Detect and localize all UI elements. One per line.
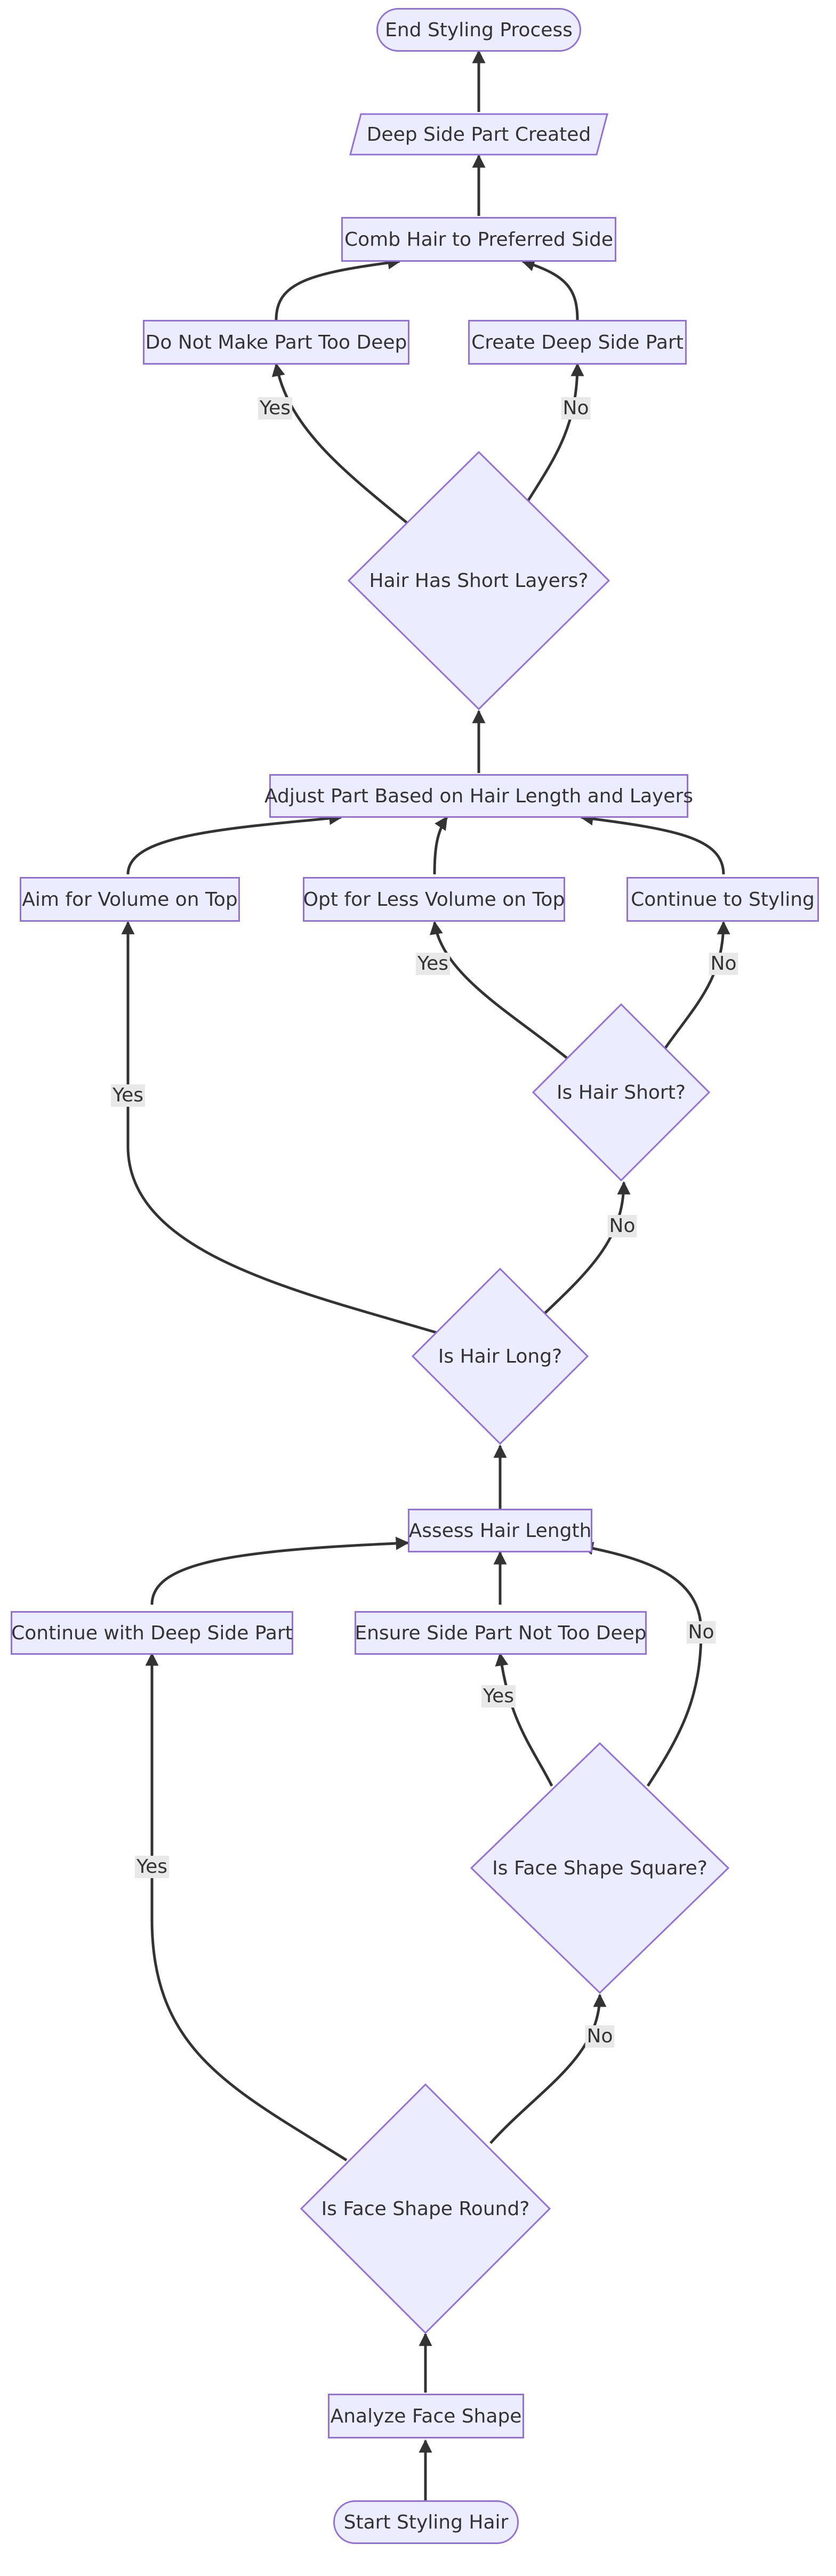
edge-round-no-to-square (489, 1993, 607, 2144)
edge-label-square-no: No (686, 1621, 716, 1644)
diamond-shape (412, 1268, 589, 1445)
edge-label-layers-yes: Yes (258, 397, 293, 420)
edge-short-yes-to-less-volume (430, 921, 572, 1062)
assess-hair-node: Assess Hair Length (408, 1509, 592, 1552)
is-round-decision: Is Face Shape Round? (300, 2083, 551, 2334)
is-square-decision: Is Face Shape Square? (470, 1742, 729, 1994)
analyze-face-label: Analyze Face Shape (330, 2405, 522, 2427)
edge-create-deep-to-comb (521, 258, 579, 320)
end-node: End Styling Process (376, 8, 581, 52)
deep-part-created-node: Deep Side Part Created (349, 113, 608, 156)
volume-top-label: Aim for Volume on Top (22, 888, 238, 911)
edge-label-layers-no: No (561, 397, 591, 420)
assess-hair-label: Assess Hair Length (408, 1519, 592, 1542)
edge-label-short-yes: Yes (415, 953, 451, 975)
edge-label-round-no: No (585, 2025, 615, 2048)
short-layers-decision: Hair Has Short Layers? (348, 451, 610, 710)
diamond-shape (470, 1742, 729, 1994)
edge-label-square-yes: Yes (481, 1685, 516, 1708)
is-round-label: Is Face Shape Round? (321, 2197, 530, 2220)
continue-deep-part-label: Continue with Deep Side Part (11, 1622, 293, 1644)
is-long-decision: Is Hair Long? (412, 1268, 589, 1445)
edge-layers-yes-to-not-too-deep (271, 363, 409, 525)
create-deep-part-label: Create Deep Side Part (471, 331, 684, 353)
not-too-deep-label: Do Not Make Part Too Deep (145, 331, 407, 353)
edge-short-no-to-continue-styling (662, 921, 730, 1051)
edge-label-round-yes: Yes (134, 1856, 170, 1878)
edge-less-volume-to-adjust (433, 816, 448, 875)
edge-continue-deep-to-assess (150, 1536, 409, 1605)
edge-long-no-to-short (543, 1181, 631, 1315)
diamond-shape (532, 1003, 710, 1181)
less-volume-label: Opt for Less Volume on Top (303, 888, 565, 911)
comb-hair-label: Comb Hair to Preferred Side (344, 228, 614, 251)
edge-label-short-no: No (709, 953, 738, 975)
diamond-shape (300, 2083, 551, 2334)
analyze-face-node: Analyze Face Shape (328, 2394, 524, 2438)
volume-top-node: Aim for Volume on Top (20, 877, 240, 922)
adjust-part-label: Adjust Part Based on Hair Length and Lay… (264, 785, 694, 807)
edge-layers-no-to-create-deep (526, 363, 584, 502)
is-short-decision: Is Hair Short? (532, 1003, 710, 1181)
comb-hair-node: Comb Hair to Preferred Side (341, 217, 616, 262)
short-layers-label: Hair Has Short Layers? (369, 569, 589, 592)
edge-round-yes-to-continue-deep (145, 1652, 348, 2162)
start-node: Start Styling Hair (333, 2500, 519, 2544)
edge-not-too-deep-to-comb (275, 256, 401, 320)
ensure-not-too-deep-label: Ensure Side Part Not Too Deep (355, 1622, 647, 1644)
edge-label-long-no: No (607, 1215, 637, 1237)
edge-volume-top-to-adjust (126, 811, 343, 875)
end-node-label: End Styling Process (385, 19, 573, 41)
start-node-label: Start Styling Hair (343, 2511, 509, 2533)
adjust-part-node: Adjust Part Based on Hair Length and Lay… (264, 774, 693, 818)
less-volume-node: Opt for Less Volume on Top (303, 877, 565, 922)
continue-styling-node: Continue to Styling (626, 877, 819, 922)
continue-styling-label: Continue to Styling (631, 888, 815, 911)
parallelogram-shape (349, 113, 608, 156)
diamond-shape (348, 451, 610, 710)
edge-square-yes-to-ensure (495, 1652, 553, 1787)
not-too-deep-node: Do Not Make Part Too Deep (143, 320, 409, 365)
deep-part-created-label: Deep Side Part Created (366, 123, 591, 146)
ensure-not-too-deep-node: Ensure Side Part Not Too Deep (355, 1611, 647, 1655)
is-short-label: Is Hair Short? (557, 1081, 686, 1104)
continue-deep-part-node: Continue with Deep Side Part (11, 1611, 293, 1655)
edge-label-long-yes: Yes (110, 1084, 146, 1107)
create-deep-part-node: Create Deep Side Part (468, 320, 687, 365)
edge-continue-styling-to-adjust (580, 812, 725, 875)
is-square-label: Is Face Shape Square? (492, 1857, 708, 1879)
is-long-label: Is Hair Long? (438, 1345, 562, 1367)
edge-long-yes-to-volume-top (121, 921, 438, 1334)
